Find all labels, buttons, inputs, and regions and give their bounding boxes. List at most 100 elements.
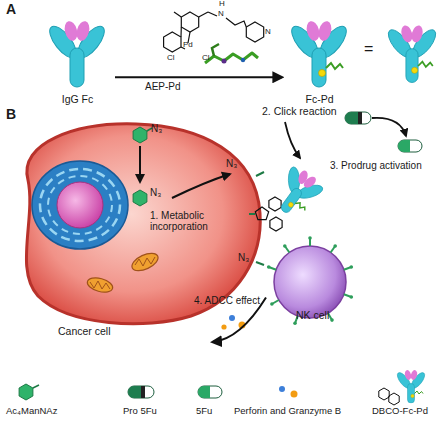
- nk-receptor-tip: [333, 244, 337, 248]
- bond: [180, 27, 182, 37]
- nk-receptor-tip: [270, 302, 274, 306]
- mitochondrion: [86, 275, 114, 294]
- drug-pill: [398, 140, 422, 152]
- pyridine-ring: [164, 32, 181, 52]
- cancer-cell: Cancer cell: [6, 118, 264, 342]
- node-label: IgG Fc: [40, 94, 115, 106]
- pill-half: [398, 140, 410, 152]
- legend-drug-pill: [198, 386, 222, 398]
- annotation-label: 1. Metabolic incorporation: [150, 210, 232, 232]
- benzene-ring: [181, 12, 198, 32]
- methyl-bond: [174, 12, 181, 17]
- annotation-label: N₃: [150, 187, 161, 198]
- legend-hexagon: [19, 384, 33, 400]
- nk-receptor-tip: [267, 265, 271, 269]
- antibody: [45, 20, 109, 87]
- legend-perforin-dot: [279, 386, 285, 392]
- annotation-label: N₃: [151, 123, 162, 134]
- antibody-node: IgG Fc: [40, 12, 115, 108]
- annotation-label: Cl: [202, 54, 210, 63]
- bond: [199, 12, 208, 17]
- dbco-ring: [269, 197, 281, 211]
- annotation-label: Cl: [167, 54, 175, 63]
- er-fold: [48, 176, 112, 234]
- legend-text: Pro 5Fu: [123, 406, 157, 416]
- nucleus: [57, 182, 103, 228]
- antibody-pd: [287, 20, 351, 87]
- annotation-label: N₃: [226, 158, 237, 169]
- stick-model: [205, 44, 258, 64]
- dbco-ring: [270, 217, 282, 231]
- pill-body: [128, 386, 154, 398]
- stick-atom: [222, 59, 227, 64]
- activation-arrow: [372, 118, 406, 136]
- mito-cristae: [135, 257, 155, 266]
- er-fold: [40, 169, 120, 241]
- annotation-label: =: [364, 40, 373, 58]
- cancer-shape: [6, 118, 264, 342]
- nk-cell: NK cell: [266, 238, 354, 334]
- nk-receptor-tip: [350, 265, 354, 269]
- legend-text: Perforin and Granzyme B: [234, 406, 341, 416]
- legend-text: DBCO-Fc-Pd: [372, 406, 428, 416]
- granzyme-dot: [221, 324, 226, 329]
- pill-body: [345, 112, 371, 124]
- fc-pd-icon: [384, 24, 439, 82]
- cancer-membrane: [26, 124, 260, 324]
- azido-sugar-hexagon: [133, 127, 147, 143]
- stick-branch: [212, 44, 219, 56]
- antibody-node: Fc-Pd: [282, 12, 357, 108]
- pill-cap: [141, 386, 145, 398]
- chain-bond: [226, 18, 246, 27]
- annotation-label: 3. Prodrug activation: [330, 160, 422, 171]
- annotation-label: Pd: [183, 41, 193, 50]
- nk-receptor-tip: [283, 244, 287, 248]
- annotation-label: N: [218, 10, 224, 19]
- mito-cristae: [90, 281, 110, 289]
- pill-body: [198, 386, 222, 398]
- legend-text: 5Fu: [196, 406, 212, 416]
- dbco-ring: [389, 393, 399, 405]
- azide-stub: [256, 172, 264, 176]
- mitochondrion: [129, 250, 160, 275]
- click-arrow: [285, 122, 300, 158]
- annotation-label: N₃: [238, 252, 249, 263]
- nk-receptor-tip: [350, 295, 354, 299]
- panel-letter: A: [6, 2, 16, 17]
- prodrug-pill: [345, 112, 371, 124]
- annotation-label: H: [219, 0, 225, 9]
- legend-prodrug-pill: [128, 386, 154, 398]
- stick-atom: [241, 58, 245, 62]
- dbco-ring: [379, 388, 389, 400]
- azide-stub: [256, 262, 264, 265]
- node-label: Fc-Pd: [282, 94, 357, 106]
- bond: [208, 12, 217, 16]
- legend-dbco: [379, 388, 399, 405]
- pill-body: [398, 140, 422, 152]
- legend-text: Ac₄ManNAz: [6, 406, 57, 416]
- nk-receptor-tip: [330, 318, 334, 322]
- nk-receptor-tip: [308, 236, 312, 240]
- node-label: Cancer cell: [58, 326, 111, 338]
- pill-cap: [358, 112, 362, 124]
- pill-half: [128, 386, 141, 398]
- node-label: NK cell: [296, 310, 329, 322]
- legend-antibody: [395, 369, 427, 403]
- bound-antibody: [265, 160, 329, 224]
- legend-granzyme-dot: [291, 391, 298, 398]
- azido-sugar-hexagon: [133, 190, 147, 206]
- panel-letter: B: [6, 107, 16, 122]
- endoplasmic-reticulum: [32, 161, 128, 249]
- membrane-link: [249, 213, 255, 215]
- nk-body: [274, 246, 346, 318]
- uptake-arrow: [139, 146, 141, 182]
- pill-half: [198, 386, 210, 398]
- legend-azide: [33, 385, 39, 388]
- annotation-label: N: [265, 28, 271, 37]
- pyridine-ring: [246, 22, 263, 42]
- perforin-dot: [229, 315, 235, 321]
- nk-receptor-tip: [293, 322, 297, 326]
